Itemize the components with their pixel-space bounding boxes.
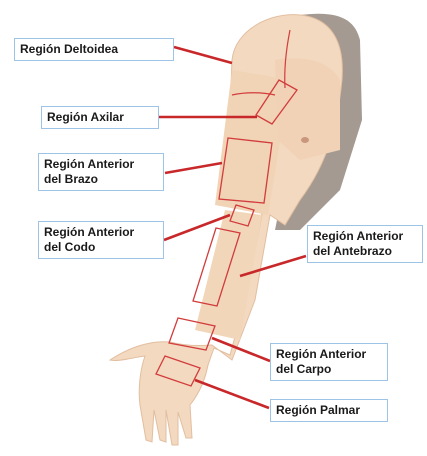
label-region-anterior-brazo: Región Anterior del Brazo: [38, 153, 164, 191]
label-region-deltoidea: Región Deltoidea: [14, 38, 174, 61]
label-region-axilar: Región Axilar: [41, 106, 159, 129]
label-region-anterior-carpo: Región Anterior del Carpo: [270, 343, 388, 381]
label-region-anterior-antebrazo: Región Anterior del Antebrazo: [307, 225, 423, 263]
leader-deltoidea: [174, 47, 232, 63]
nipple: [301, 137, 309, 143]
label-region-palmar: Región Palmar: [270, 399, 388, 422]
label-region-anterior-codo: Región Anterior del Codo: [38, 221, 164, 259]
leader-carpo: [212, 338, 270, 361]
leader-palmar: [195, 380, 269, 408]
leader-brazo: [165, 163, 222, 173]
